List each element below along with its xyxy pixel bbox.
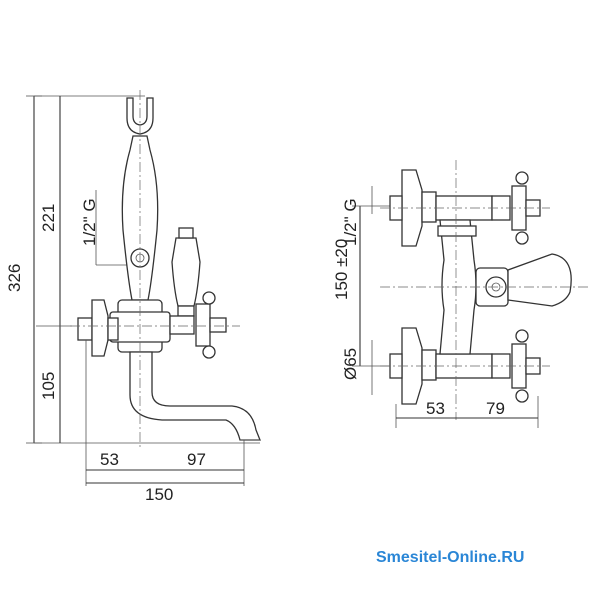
right-dim-thread: 1/2" G [341, 198, 360, 246]
right-dim-150-20: 150 ±20 [332, 239, 351, 300]
watermark-text: Smesitel-Online.RU [376, 549, 525, 566]
left-dim-105: 105 [39, 372, 58, 400]
right-dim-53: 53 [426, 399, 445, 418]
right-dim-diameter: Ø65 [341, 348, 360, 380]
right-view [352, 160, 590, 428]
left-dim-326: 326 [5, 264, 24, 292]
left-dim-97: 97 [187, 450, 206, 469]
left-dim-150: 150 [145, 485, 173, 504]
left-dim-thread: 1/2" G [80, 198, 99, 246]
left-view [26, 90, 261, 486]
left-dim-53: 53 [100, 450, 119, 469]
left-dim-221: 221 [39, 204, 58, 232]
right-dim-79: 79 [486, 399, 505, 418]
